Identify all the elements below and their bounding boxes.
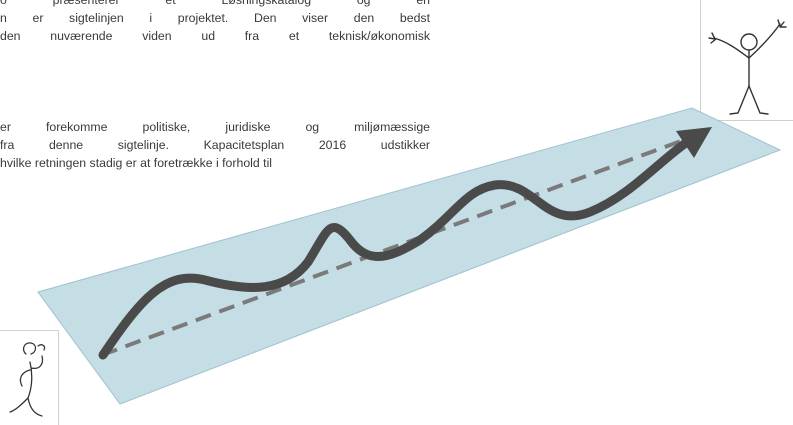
paragraph-line: o præsenterer et Løsningskatalog og en: [0, 0, 430, 7]
paragraph-line: fra denne sigtelinje. Kapacitetsplan 201…: [0, 138, 430, 152]
paragraph-intro: o præsenterer et Løsningskatalog og en n…: [0, 0, 430, 45]
cheering-stick-figure: [708, 19, 787, 115]
tired-stick-figure: [9, 342, 46, 417]
paragraph-line: hvilke retningen stadig er at foretrække…: [0, 156, 273, 170]
paragraph-line: den nuværende viden ud fra et teknisk/øk…: [0, 29, 430, 43]
arrowhead: [676, 127, 712, 158]
paragraph-sigtelinje: er forekomme politiske, juridiske og mil…: [0, 118, 430, 172]
dashed-sight-line: [101, 132, 701, 357]
start-figure-frame: [0, 330, 59, 425]
paragraph-line: n er sigtelinjen i projektet. Den viser …: [0, 11, 430, 25]
plane-strip: [37, 107, 782, 405]
winding-path: [98, 135, 695, 360]
paragraph-line: er forekomme politiske, juridiske og mil…: [0, 120, 430, 134]
